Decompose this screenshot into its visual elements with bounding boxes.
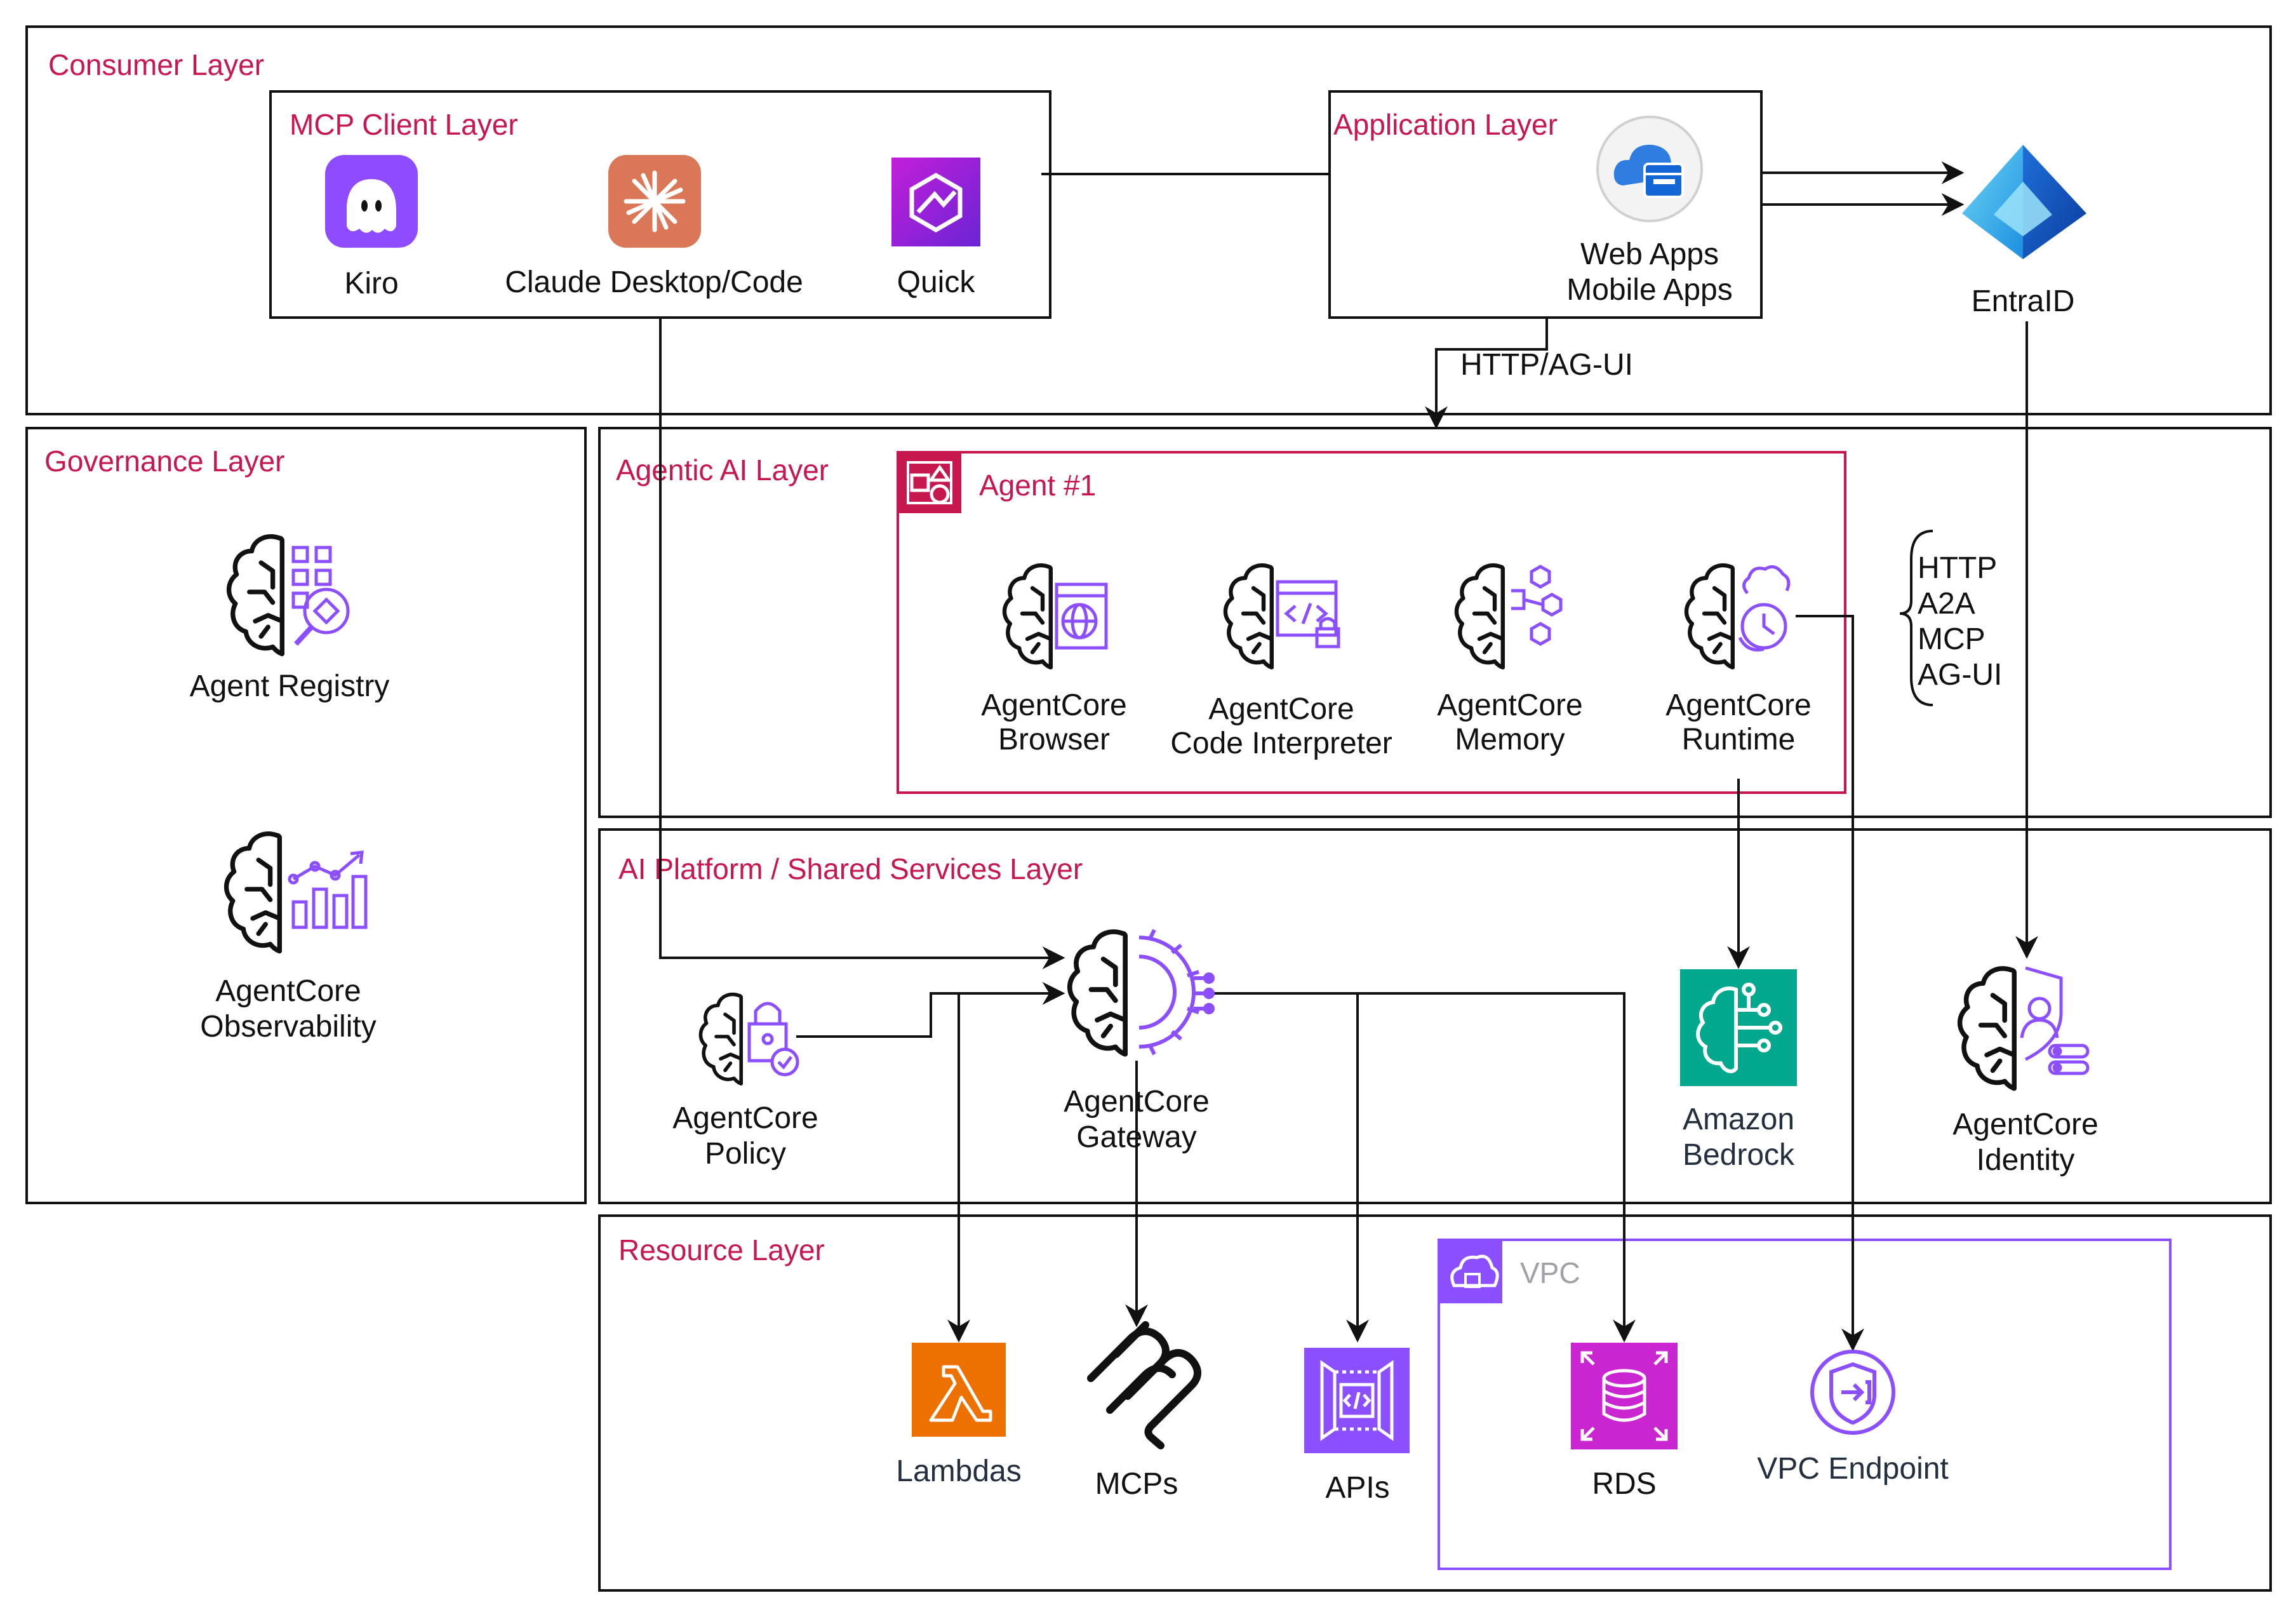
runtime-label-line2: Runtime — [1682, 723, 1796, 756]
gateway-label-line1: AgentCore — [1064, 1085, 1209, 1119]
apis-label: APIs — [1325, 1471, 1389, 1505]
quick-label: Quick — [897, 265, 976, 299]
claude-burst-icon — [608, 155, 701, 248]
agent-group-title: Agent #1 — [979, 469, 1096, 502]
resource-layer-title: Resource Layer — [618, 1233, 825, 1266]
gateway-icon — [1070, 929, 1215, 1054]
kiro-label: Kiro — [344, 267, 398, 300]
observability-label-line1: AgentCore — [215, 974, 361, 1008]
ai-platform-layer-title: AI Platform / Shared Services Layer — [618, 852, 1083, 885]
edge-app-to-agentic — [1425, 318, 1548, 429]
bedrock-label-line1: Amazon — [1683, 1103, 1794, 1136]
ai-platform-layer-box — [598, 828, 2272, 1204]
memory-label-line2: Memory — [1455, 723, 1565, 756]
code-interpreter-icon — [1225, 565, 1340, 668]
runtime-icon — [1686, 565, 1791, 668]
application-layer-title: Application Layer — [1333, 108, 1558, 141]
observability-icon — [227, 834, 368, 951]
governance-layer-title: Governance Layer — [44, 445, 284, 478]
vpc-group-box — [1438, 1239, 2172, 1570]
lambda-icon — [912, 1343, 1006, 1437]
code-label-line2: Code Interpreter — [1170, 727, 1392, 760]
agent-group-icon — [898, 452, 961, 513]
entra-id-pyramid-icon — [1962, 145, 2086, 259]
edge-gateway-to-apis — [1213, 992, 1369, 1343]
registry-label: Agent Registry — [190, 669, 390, 703]
consumer-layer-box — [25, 25, 2272, 415]
governance-layer-box — [25, 427, 587, 1204]
policy-icon — [700, 995, 799, 1084]
mcp-icon — [1087, 1321, 1201, 1449]
bedrock-icon — [1680, 969, 1797, 1086]
edge-runtime-to-vpc-endpoint — [1796, 615, 1864, 1352]
policy-label-line2: Policy — [705, 1137, 786, 1171]
observability-label-line2: Observability — [200, 1010, 376, 1044]
lambdas-label: Lambdas — [896, 1454, 1021, 1488]
connectors — [659, 161, 2038, 1352]
kiro-ghost-icon — [325, 155, 418, 248]
vpc-endpoint-label: VPC Endpoint — [1757, 1452, 1949, 1486]
protocol-brace — [1899, 530, 1933, 706]
agentic-ai-layer-title: Agentic AI Layer — [616, 453, 829, 487]
bedrock-label-line2: Bedrock — [1683, 1138, 1795, 1172]
api-icon — [1304, 1348, 1410, 1453]
code-label-line1: AgentCore — [1208, 692, 1354, 726]
resource-layer-box — [598, 1214, 2272, 1592]
memory-icon — [1457, 565, 1563, 668]
vpc-group-title: VPC — [1520, 1256, 1580, 1289]
agent-group-box — [897, 451, 1846, 794]
gateway-label-line2: Gateway — [1076, 1120, 1196, 1154]
web-mobile-apps-icon — [1596, 116, 1703, 222]
identity-icon — [1960, 968, 2090, 1089]
identity-label-line2: Identity — [1977, 1143, 2075, 1177]
apps-label-line1: Web Apps — [1580, 238, 1719, 271]
rds-icon — [1571, 1343, 1678, 1449]
identity-label-line1: AgentCore — [1952, 1108, 2098, 1141]
policy-label-line1: AgentCore — [672, 1101, 818, 1135]
vpc-endpoint-icon — [1810, 1350, 1895, 1435]
vpc-cloud-icon — [1439, 1240, 1502, 1303]
edge-gateway-to-rds — [1358, 992, 1636, 1343]
edge-label-http-agui: HTTP/AG-UI — [1460, 348, 1633, 382]
mcps-label: MCPs — [1095, 1467, 1178, 1501]
protocol-a2a: A2A — [1918, 587, 1975, 621]
rds-label: RDS — [1592, 1467, 1656, 1501]
quick-icon — [891, 158, 980, 246]
protocol-http: HTTP — [1918, 551, 1997, 585]
browser-label-line1: AgentCore — [981, 689, 1126, 722]
edge-claude-to-gateway — [659, 318, 1065, 969]
browser-label-line2: Browser — [998, 723, 1110, 756]
runtime-label-line1: AgentCore — [1665, 689, 1811, 722]
apps-label-line2: Mobile Apps — [1566, 273, 1733, 307]
agentcore-browser-icon — [1005, 565, 1108, 668]
protocol-agui: AG-UI — [1918, 658, 2002, 692]
edge-policy-to-gateway — [796, 982, 1065, 1038]
memory-label-line1: AgentCore — [1437, 689, 1582, 722]
protocol-mcp: MCP — [1918, 622, 1986, 656]
mcp-client-layer-title: MCP Client Layer — [290, 108, 518, 141]
entra-label: EntraID — [1972, 285, 2075, 318]
agent-registry-icon — [229, 537, 350, 654]
agentic-ai-layer-box — [598, 427, 2272, 818]
claude-label: Claude Desktop/Code — [505, 265, 803, 299]
consumer-layer-title: Consumer Layer — [48, 48, 264, 81]
